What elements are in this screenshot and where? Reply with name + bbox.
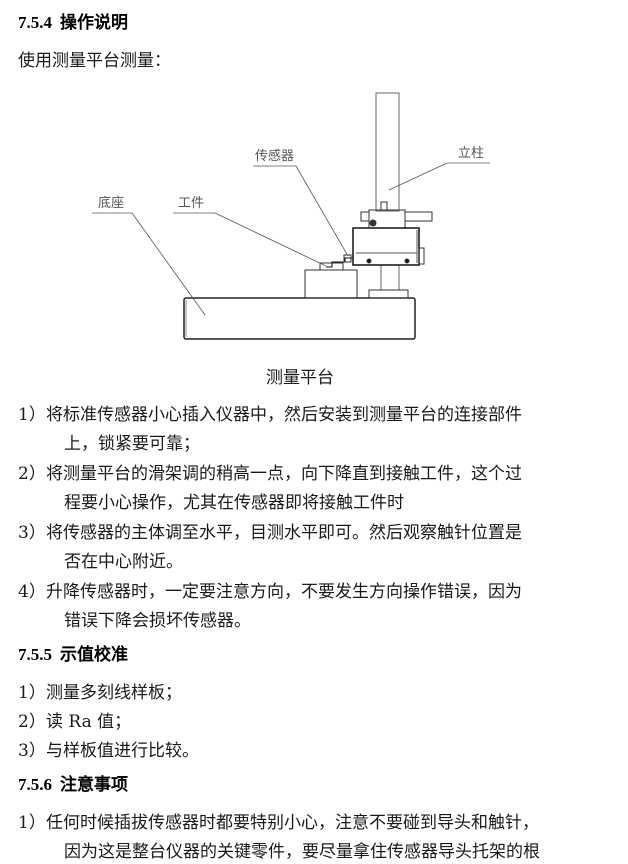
workpiece-block: [304, 269, 358, 299]
intro-paragraph: 使用测量平台测量：: [18, 51, 171, 71]
list-item: 2）读 Ra 值；: [18, 712, 132, 732]
section-heading-7-5-6: 7.5.6 注意事项: [18, 770, 128, 795]
list-item: 1）将标准传感器小心插入仪器中，然后安装到测量平台的连接部件 上，锁紧要可靠；: [18, 405, 522, 454]
label-column: 立柱: [458, 146, 484, 161]
section-title: 注意事项: [60, 775, 128, 794]
section-number: 7.5.5: [18, 645, 52, 664]
base-shape: [183, 297, 416, 340]
section-number: 7.5.6: [18, 775, 52, 794]
section-number: 7.5.4: [18, 13, 52, 32]
label-workpiece: 工件: [178, 196, 204, 211]
label-sensor: 传感器: [255, 148, 294, 164]
section-title: 示值校准: [60, 645, 128, 664]
measuring-platform-diagram: 底座 工件 传感器 立柱: [92, 92, 490, 340]
sensor-housing: [352, 227, 420, 266]
figure-caption: 测量平台: [266, 368, 334, 388]
section-heading-7-5-4: 7.5.4 操作说明: [18, 8, 128, 33]
list-item: 3）将传感器的主体调至水平，目测水平即可。然后观察触针位置是 否在中心附近。: [18, 523, 522, 572]
column-shape: [375, 92, 400, 212]
list-item: 1）测量多刻线样板；: [18, 683, 182, 703]
list-item: 2）将测量平台的滑架调的稍高一点，向下降直到接触工件，这个过 程要小心操作，尤其…: [18, 464, 522, 513]
list-item: 4）升降传感器时，一定要注意方向，不要发生方向操作错误，因为 错误下降会损坏传感…: [18, 582, 522, 631]
label-base: 底座: [98, 195, 124, 211]
list-item: 1）任何时候插拔传感器时都要特别小心，注意不要碰到导头和触针， 因为这是整台仪器…: [18, 813, 540, 862]
section-heading-7-5-5: 7.5.5 示值校准: [18, 640, 128, 665]
section-title: 操作说明: [60, 13, 128, 32]
list-item: 3）与样板值进行比较。: [18, 741, 199, 761]
